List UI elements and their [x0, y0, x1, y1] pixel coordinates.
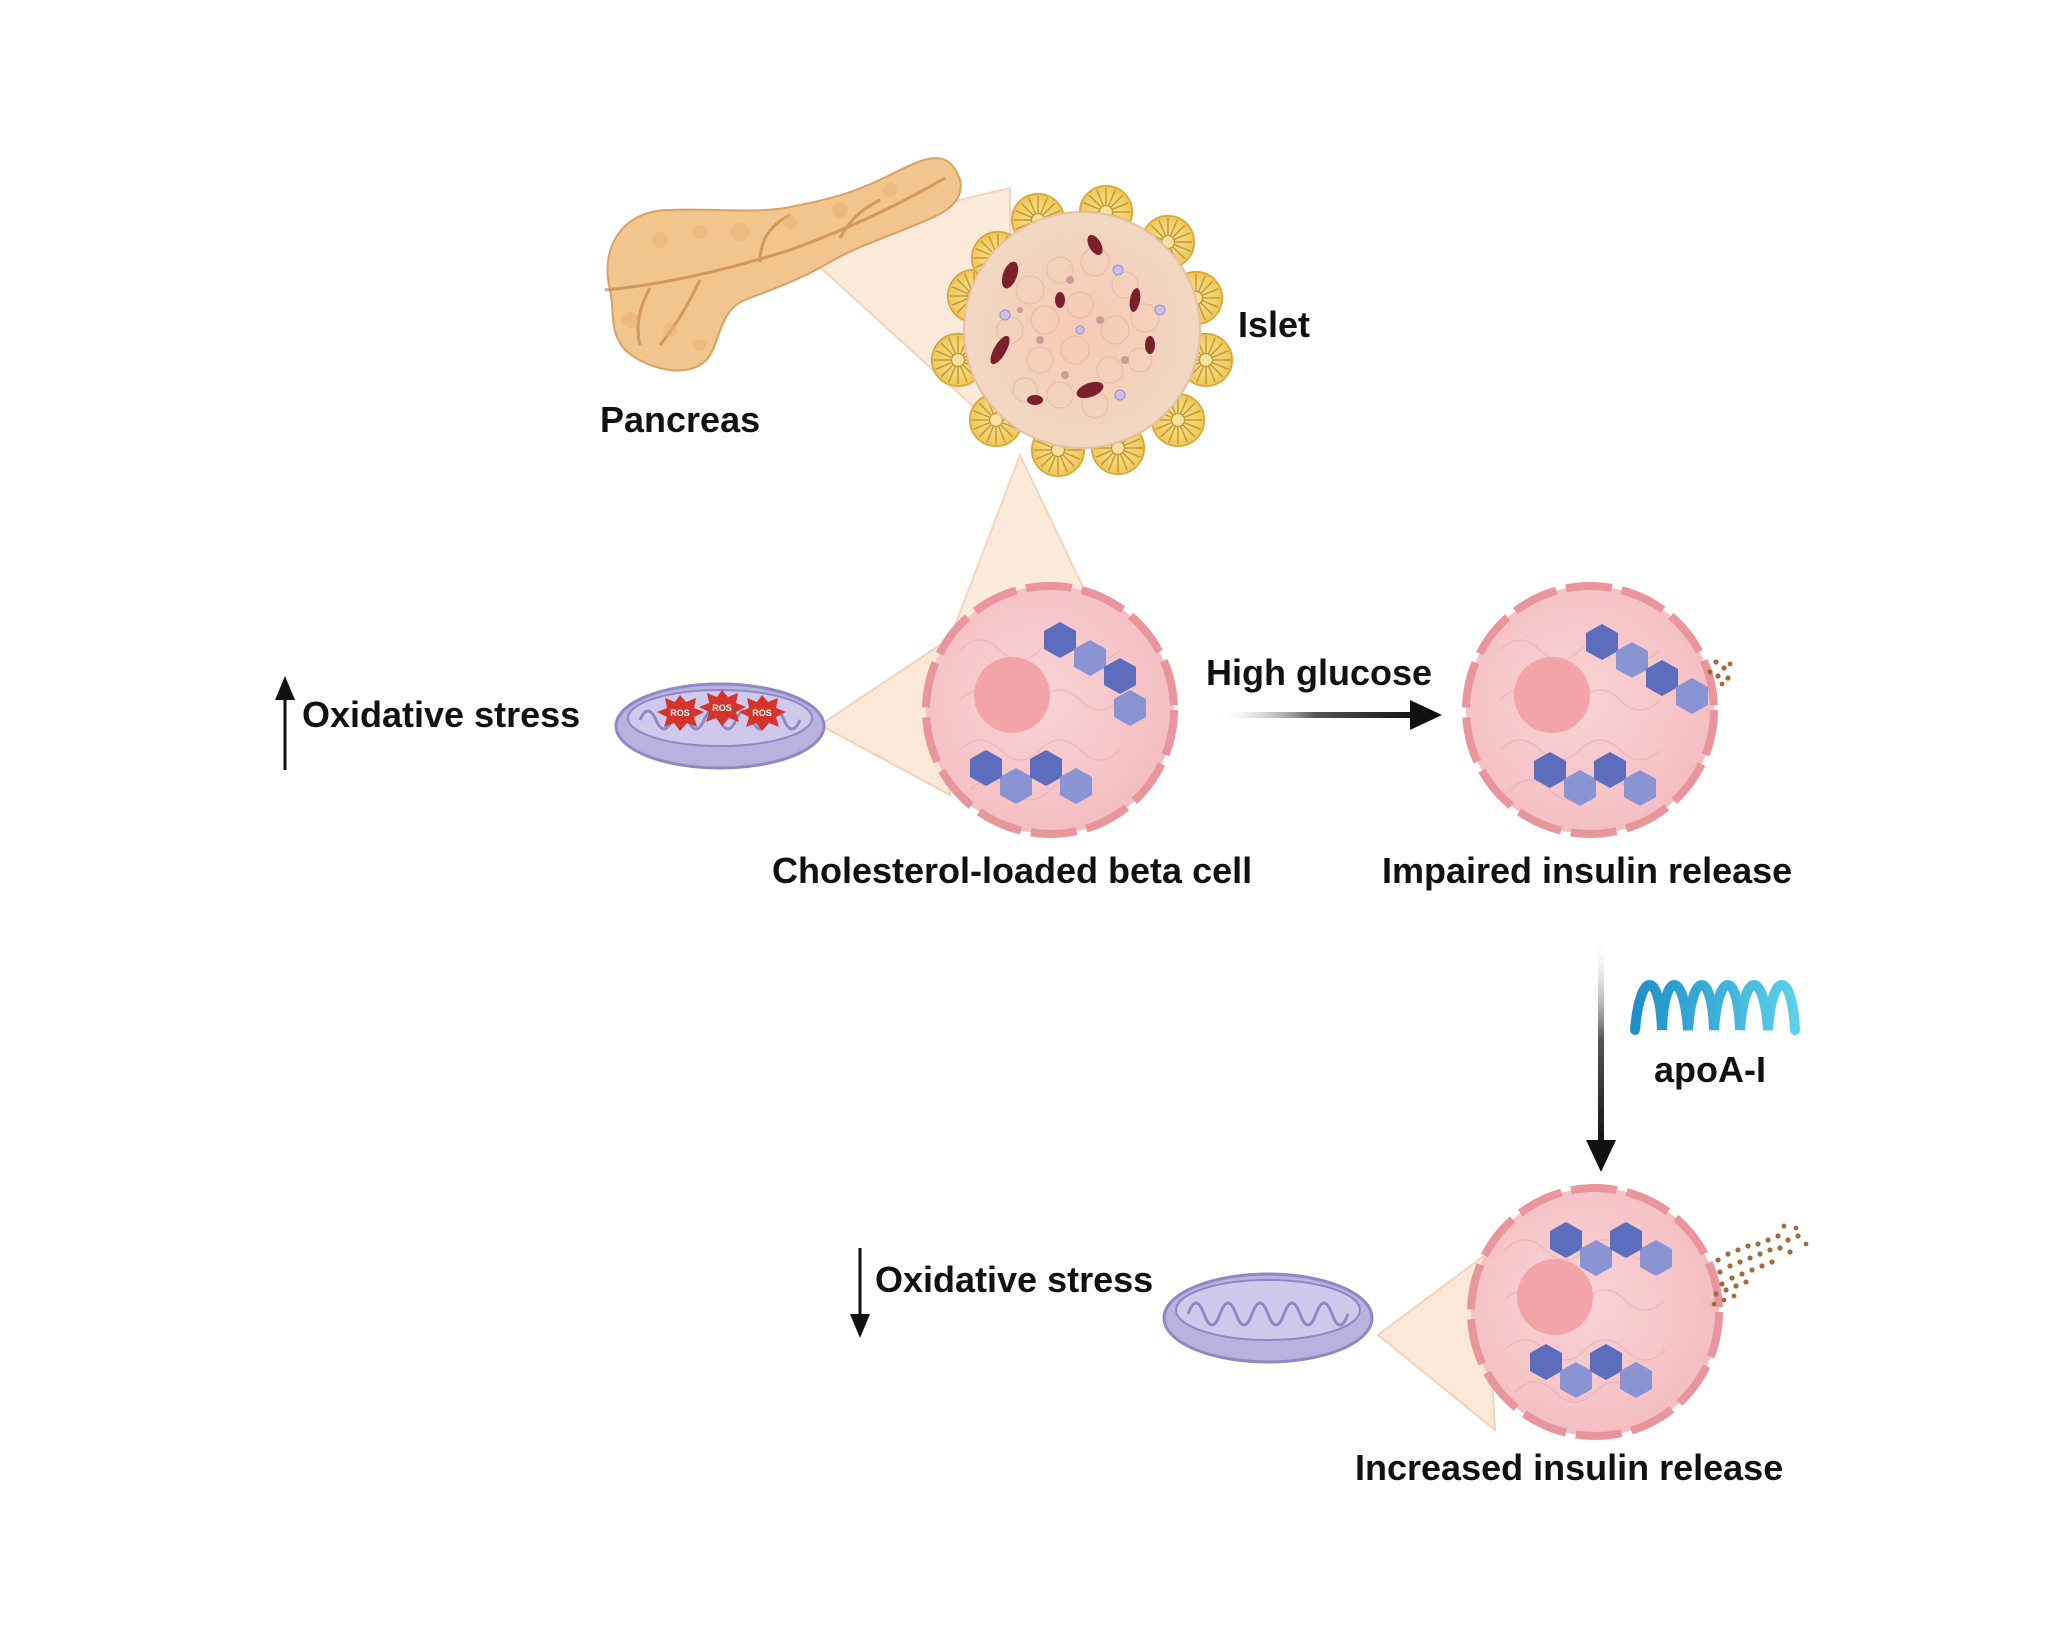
increased-release-label: Increased insulin release [1355, 1447, 1783, 1488]
beta-cell-label: Cholesterol-loaded beta cell [772, 850, 1252, 891]
beta-cell-restored [1467, 1184, 1809, 1440]
islet-illustration [930, 184, 1234, 478]
apoa1-label: apoA-I [1654, 1049, 1766, 1090]
oxidative-stress-up-label: Oxidative stress [302, 694, 580, 735]
arrow-down-icon [850, 1248, 870, 1338]
mitochondrion-stressed: ROS ROS ROS [614, 682, 826, 770]
nucleus [974, 657, 1050, 733]
high-glucose-label: High glucose [1206, 652, 1432, 693]
ros-label-3: ROS [752, 708, 772, 718]
nucleus [1514, 657, 1590, 733]
ros-burst-1: ROS [657, 695, 704, 731]
islet-label: Islet [1238, 304, 1310, 345]
ros-label-1: ROS [670, 708, 690, 718]
nucleus [1517, 1259, 1593, 1335]
insulin-granules-few [1707, 659, 1733, 687]
pancreas-label: Pancreas [600, 399, 760, 440]
apoa1-treatment-arrow [1586, 935, 1616, 1172]
high-glucose-arrow [1215, 700, 1442, 730]
ros-burst-3: ROS [739, 695, 786, 731]
ros-burst-2: ROS [699, 690, 746, 726]
pancreas-illustration [604, 157, 962, 372]
oxidative-stress-down-label: Oxidative stress [875, 1259, 1153, 1300]
ros-label-2: ROS [712, 703, 732, 713]
arrow-up-icon [275, 676, 295, 770]
beta-cell-impaired [1462, 582, 1733, 838]
insulin-granules-many [1711, 1223, 1809, 1307]
mitochondrion-healthy [1162, 1272, 1374, 1364]
beta-cell-cholesterol-loaded [922, 582, 1178, 838]
apoa1-helix-icon [1630, 980, 1800, 1035]
impaired-release-label: Impaired insulin release [1382, 850, 1792, 891]
